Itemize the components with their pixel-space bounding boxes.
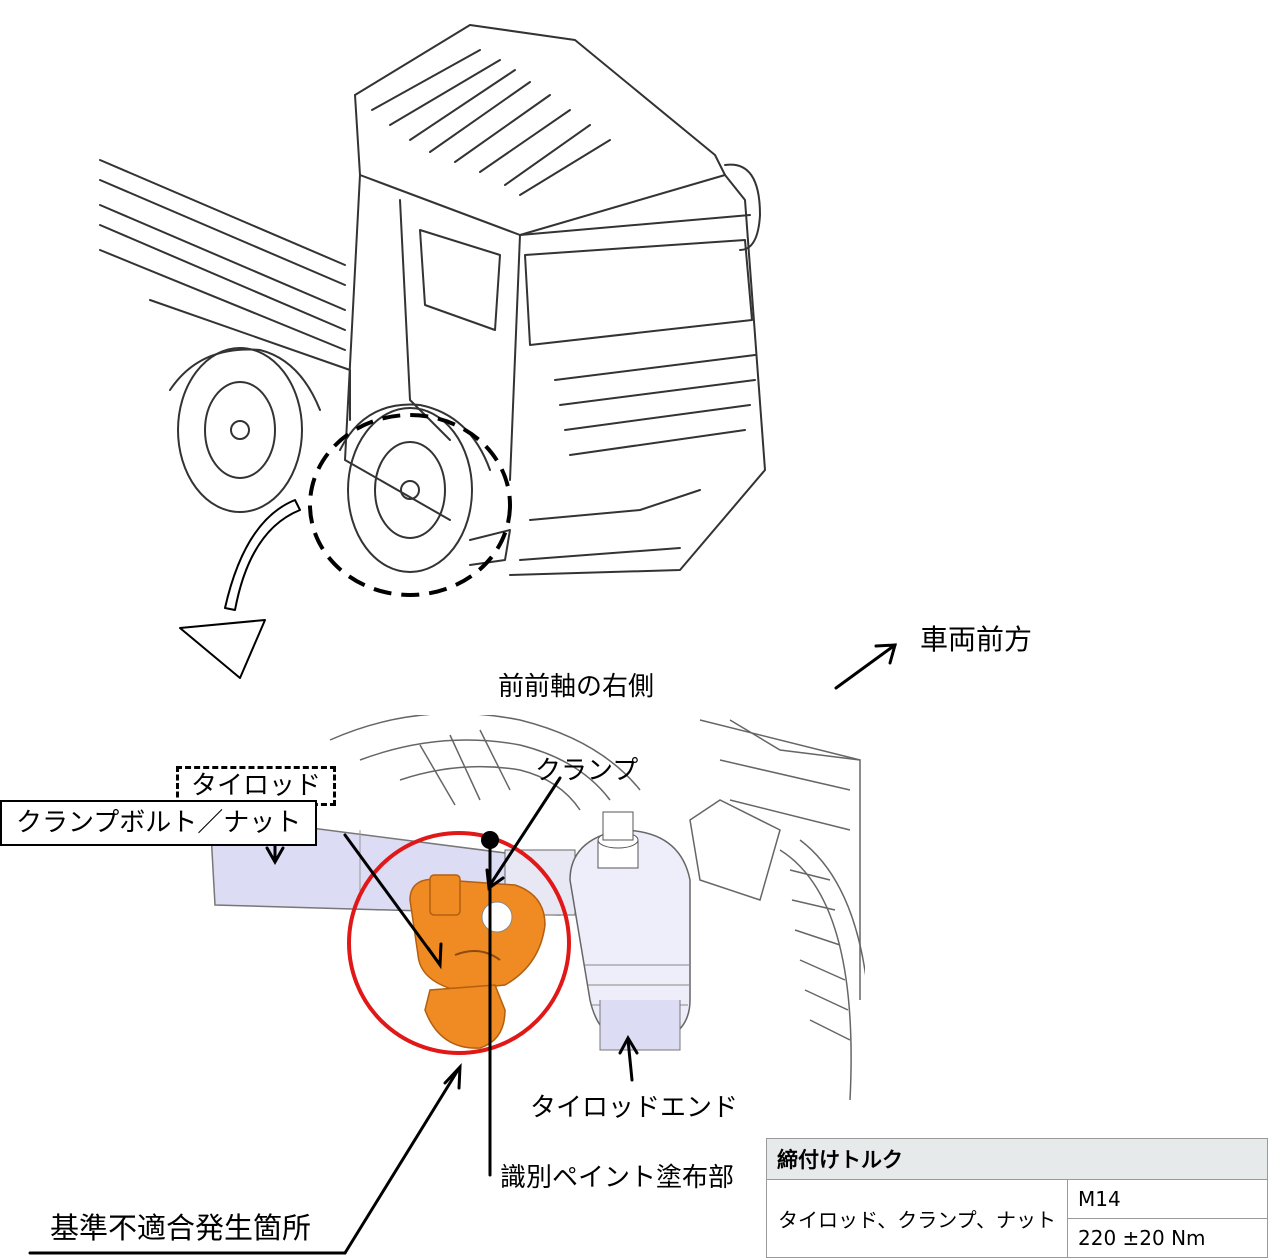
torque-table: 締付けトルク タイロッド、クランプ、ナット M14 220 ±20 Nm — [766, 1138, 1268, 1258]
vehicle-front-label: 車両前方 — [920, 623, 1033, 656]
tie-rod-label: タイロッド — [176, 766, 337, 806]
torque-table-size: M14 — [1067, 1179, 1268, 1219]
torque-table-value: 220 ±20 Nm — [1067, 1218, 1268, 1258]
clamp-label: クランプ — [535, 756, 639, 786]
nonconformity-location-label: 基準不適合発生箇所 — [50, 1211, 312, 1245]
clamp-highlight-circle — [347, 831, 571, 1055]
paint-area-label: 識別ペイント塗布部 — [500, 1163, 735, 1193]
torque-table-part: タイロッド、クランプ、ナット — [766, 1179, 1068, 1258]
clamp-bolt-nut-label: クランプボルト／ナット — [0, 800, 318, 846]
front-wheel-dashed-circle — [308, 413, 512, 597]
torque-table-header: 締付けトルク — [766, 1138, 1268, 1180]
tie-rod-end-label: タイロッドエンド — [530, 1093, 739, 1123]
paint-dot — [481, 831, 499, 849]
axle-position-label: 前前軸の右側 — [498, 672, 655, 702]
truck-illustration — [99, 24, 898, 690]
